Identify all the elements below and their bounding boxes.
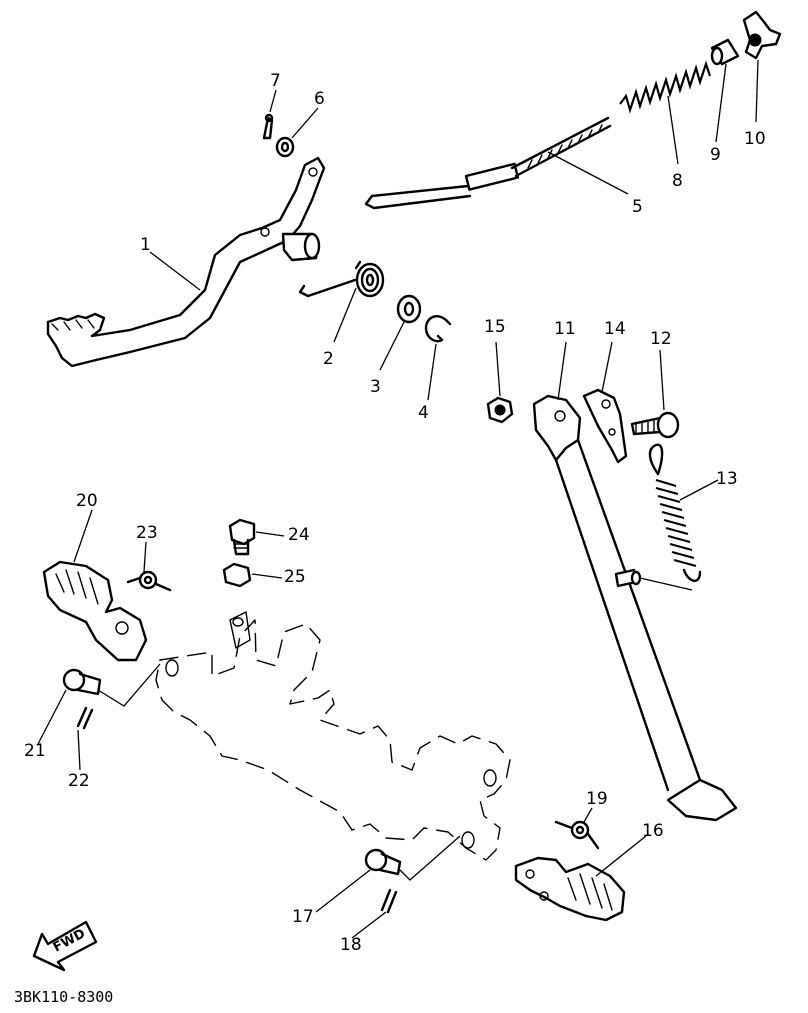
part-3-washer (396, 294, 422, 324)
frame-outline (155, 611, 511, 861)
callout-22: 22 (68, 771, 90, 791)
callout-11: 11 (554, 319, 576, 339)
callout-9: 9 (710, 145, 721, 165)
part-7-cotter-pin (262, 113, 274, 140)
callout-15: 15 (484, 317, 506, 337)
part-23-spring (126, 570, 172, 592)
part-14-plate (582, 388, 628, 464)
part-17-pin (364, 835, 461, 881)
part-16-footrest (514, 856, 626, 922)
callout-21: 21 (24, 741, 46, 761)
callout-labels: 1 2 3 4 5 6 7 8 9 10 11 12 13 14 15 16 1… (24, 71, 766, 955)
part-6-washer (275, 136, 295, 158)
callout-19: 19 (586, 789, 608, 809)
callout-20: 20 (76, 491, 98, 511)
part-12-bolt (630, 411, 680, 439)
callout-23: 23 (136, 523, 158, 543)
callout-3: 3 (370, 377, 381, 397)
part-4-circlip (424, 315, 452, 343)
part-21-pin (62, 663, 161, 707)
part-9-joint (710, 38, 740, 66)
part-15-nut (486, 396, 514, 424)
callout-1: 1 (140, 235, 151, 255)
callout-6: 6 (314, 89, 325, 109)
callout-24: 24 (288, 525, 310, 545)
part-13-stand-spring (614, 443, 702, 591)
callout-8: 8 (672, 171, 683, 191)
callout-18: 18 (340, 935, 362, 955)
drawing-code: 3BK110-8300 (14, 988, 113, 1006)
callout-16: 16 (642, 821, 664, 841)
part-11-side-stand (532, 394, 738, 822)
part-10-wing-nut (742, 10, 782, 60)
part-20-footrest (42, 560, 148, 662)
part-8-spring (619, 60, 712, 114)
callout-4: 4 (418, 403, 429, 423)
part-2-spring (298, 260, 385, 298)
part-1-lever (46, 156, 326, 368)
part-19-spring (554, 820, 600, 850)
part-22-cotter-pin (76, 706, 94, 730)
callout-25: 25 (284, 567, 306, 587)
part-5-brake-rod (364, 116, 612, 210)
leader-lines (37, 59, 759, 939)
callout-10: 10 (744, 129, 766, 149)
callout-14: 14 (604, 319, 626, 339)
callout-17: 17 (292, 907, 314, 927)
callout-7: 7 (270, 71, 281, 91)
fwd-arrow-icon: FWD (32, 920, 98, 972)
part-25-nut (222, 562, 252, 588)
callout-13: 13 (716, 469, 738, 489)
callout-5: 5 (632, 197, 643, 217)
callout-2: 2 (323, 349, 334, 369)
part-24-bolt (228, 518, 256, 556)
callout-12: 12 (650, 329, 672, 349)
part-18-cotter-pin (380, 888, 398, 914)
